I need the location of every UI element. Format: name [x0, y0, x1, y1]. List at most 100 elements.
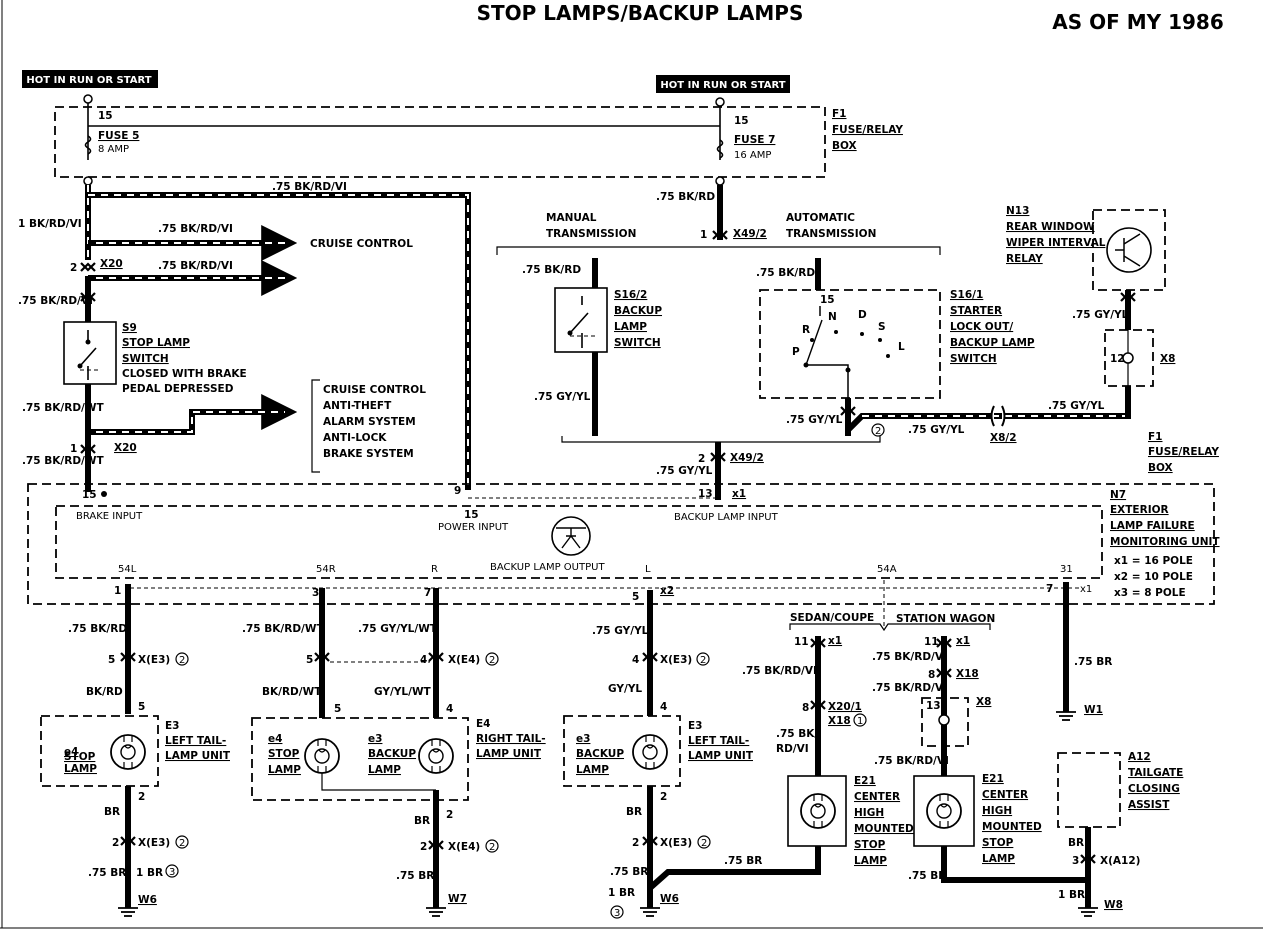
wire-label-s9brk: .75 BK/RD/WT — [22, 455, 104, 467]
svg-text:X(E3): X(E3) — [660, 654, 692, 666]
x20-top-label: X20 — [100, 258, 123, 270]
svg-text:5: 5 — [306, 654, 313, 666]
svg-text:E4: E4 — [476, 718, 490, 730]
svg-text:CENTER: CENTER — [854, 791, 900, 803]
f1b-line1: FUSE/RELAY — [1148, 446, 1219, 458]
n13-line1: REAR WINDOW — [1006, 221, 1095, 233]
svg-text:1: 1 — [857, 716, 863, 727]
n7-t54a: 54A — [877, 564, 897, 575]
fuse5-rating: 8 AMP — [98, 144, 129, 155]
s16-1-line1: STARTER — [950, 305, 1002, 317]
pos-l: L — [898, 341, 905, 353]
n7-line1: EXTERIOR — [1110, 504, 1169, 516]
lamp-failure-unit-inner — [55, 505, 1103, 579]
svg-text:BACKUP: BACKUP — [576, 748, 624, 760]
svg-text:.75 BR: .75 BR — [908, 870, 946, 882]
svg-text:BR: BR — [104, 806, 120, 818]
pos-s: S — [878, 321, 886, 333]
lamp-failure-unit-outer — [27, 483, 1215, 605]
fuse7-rating: 16 AMP — [734, 150, 771, 161]
svg-text:11: 11 — [924, 636, 939, 648]
transmission-bracket-top — [496, 246, 941, 255]
svg-text:W8: W8 — [1104, 899, 1123, 911]
svg-text:4: 4 — [446, 703, 453, 715]
svg-text:13: 13 — [926, 700, 941, 712]
hot-label-right-box — [656, 75, 790, 93]
svg-text:BR: BR — [1068, 837, 1084, 849]
svg-text:5: 5 — [108, 654, 115, 666]
svg-text:X(A12): X(A12) — [1100, 855, 1140, 867]
n7-pin-brake: 15 — [82, 489, 97, 501]
brake-item-3: ALARM SYSTEM — [323, 416, 416, 428]
auto-tx-1: AUTOMATIC — [786, 212, 855, 224]
svg-text:5: 5 — [334, 703, 341, 715]
n7-power-pin: 15 — [464, 509, 479, 521]
svg-text:LAMP: LAMP — [854, 855, 887, 867]
wire-label-x49gy: .75 GY/YL — [656, 465, 713, 477]
svg-text:BR: BR — [414, 815, 430, 827]
brake-item-4: ANTI-LOCK — [323, 432, 387, 444]
svg-text:LAMP: LAMP — [368, 764, 401, 776]
s9-line1: STOP LAMP — [122, 337, 190, 349]
s16-1-line3: BACKUP LAMP — [950, 337, 1035, 349]
svg-text:LAMP UNIT: LAMP UNIT — [688, 750, 754, 762]
n7-brake-input: BRAKE INPUT — [76, 511, 143, 522]
n7-power-input: POWER INPUT — [438, 522, 509, 533]
n7-t54r: 54R — [316, 564, 336, 575]
n7-backup-output: BACKUP LAMP OUTPUT — [490, 562, 605, 573]
s16-2-id: S16/2 — [614, 289, 647, 301]
wire-label-x8gy: .75 GY/YL — [1048, 400, 1105, 412]
svg-text:2: 2 — [112, 837, 119, 849]
svg-text:4: 4 — [660, 701, 667, 713]
wire-label-man: .75 BK/RD — [522, 264, 581, 276]
svg-text:.75 BR: .75 BR — [396, 870, 434, 882]
svg-text:2: 2 — [179, 838, 185, 849]
n7-p7: 7 — [424, 587, 431, 599]
n7-t31: 31 — [1060, 564, 1073, 575]
svg-text:.75 BK/RD/VI: .75 BK/RD/VI — [742, 665, 817, 677]
n7-id: N7 — [1110, 489, 1126, 501]
svg-text:2: 2 — [138, 791, 145, 803]
svg-text:RIGHT TAIL-: RIGHT TAIL- — [476, 733, 546, 745]
svg-text:CENTER: CENTER — [982, 789, 1028, 801]
fuse7-label: FUSE 7 — [734, 134, 775, 146]
svg-text:A12: A12 — [1128, 751, 1151, 763]
svg-text:.75 BR: .75 BR — [1074, 656, 1112, 668]
model-year-label: AS OF MY 1986 — [1052, 10, 1223, 34]
wire-e21b-ground — [941, 846, 1088, 883]
transmission-bracket-bottom — [561, 436, 881, 443]
svg-text:.75 BK/RD/VI: .75 BK/RD/VI — [874, 755, 949, 767]
svg-text:e3: e3 — [576, 733, 590, 745]
svg-text:STOP: STOP — [982, 837, 1014, 849]
svg-text:W7: W7 — [448, 893, 467, 905]
svg-text:MOUNTED: MOUNTED — [854, 823, 914, 835]
svg-text:4: 4 — [420, 654, 427, 666]
svg-text:LAMP UNIT: LAMP UNIT — [165, 750, 231, 762]
wire-label-s9in: .75 BK/RD/VI — [18, 295, 93, 307]
wire-label-mangy: .75 GY/YL — [534, 391, 591, 403]
svg-text:GY/YL/WT: GY/YL/WT — [374, 686, 432, 698]
n7-x1b: x1 — [1080, 584, 1092, 595]
svg-text:X20/1: X20/1 — [828, 701, 862, 713]
svg-text:1 BR: 1 BR — [1058, 889, 1085, 901]
svg-text:RD/VI: RD/VI — [776, 743, 809, 755]
tailgate-closing-assist — [1057, 752, 1121, 828]
n7-pole1: x1 = 16 POLE — [1114, 555, 1193, 567]
svg-text:X(E4): X(E4) — [448, 654, 480, 666]
svg-text:E21: E21 — [982, 773, 1004, 785]
svg-text:X(E3): X(E3) — [660, 837, 692, 849]
svg-text:E21: E21 — [854, 775, 876, 787]
svg-text:LAMP: LAMP — [982, 853, 1015, 865]
left-tail-lamp-unit — [40, 715, 159, 787]
svg-text:e3: e3 — [368, 733, 382, 745]
svg-text:2: 2 — [489, 655, 495, 666]
svg-text:STOP: STOP — [64, 751, 96, 763]
svg-text:x1: x1 — [828, 635, 842, 647]
svg-text:LEFT TAIL-: LEFT TAIL- — [688, 735, 749, 747]
n7-p5: 5 — [632, 591, 639, 603]
s16-1-pin: 15 — [820, 294, 835, 306]
svg-text:LAMP: LAMP — [64, 763, 97, 775]
n7-pole3: x3 = 8 POLE — [1114, 587, 1186, 599]
svg-text:LAMP: LAMP — [268, 764, 301, 776]
terminal-right-top — [715, 97, 725, 107]
